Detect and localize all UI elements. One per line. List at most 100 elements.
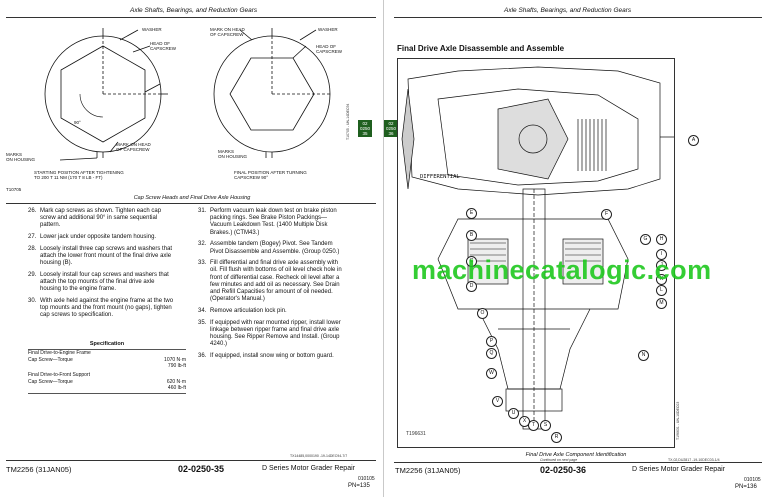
label-head-of-capscrew-a: HEAD OF CAPSCREW — [150, 41, 177, 51]
left-footer-rule — [6, 460, 376, 461]
callout-q: Q — [486, 348, 497, 359]
spec-group1-val2: 790 lb-ft — [167, 363, 186, 369]
step-number: 28. — [28, 245, 37, 252]
callout-n: N — [638, 350, 649, 361]
left-section-tab: 02 0250 35 — [358, 120, 372, 137]
step-text: Loosely install four cap screws and wash… — [40, 271, 169, 293]
left-footer-page-code: 02-0250-35 — [178, 464, 225, 474]
label-mark-on-head: MARK ON HEAD OF CAPSCREW — [210, 27, 245, 37]
spec-group1-item: Cap Screw—Torque — [28, 357, 73, 363]
right-small-ref: TX,02,DU2817 -19-10DEC03-1/4 — [668, 458, 720, 462]
diagram-fig-id: T196631 — [406, 431, 426, 437]
left-footer-manual: TM2256 (31JAN05) — [6, 465, 72, 474]
step-text: Lower jack under opposite tandem housing… — [40, 234, 157, 241]
callout-k: K — [656, 274, 667, 285]
callout-d: D — [466, 281, 477, 292]
differential-label: DIFFERENTIAL — [420, 174, 460, 180]
left-footer-title: D Series Motor Grader Repair — [262, 465, 355, 472]
callout-b: B — [466, 230, 477, 241]
step-number: 34. — [198, 307, 207, 314]
callout-m: M — [656, 298, 667, 309]
step-number: 30. — [28, 298, 37, 304]
left-side-code: T10705 - UN-14DEC94 — [346, 103, 350, 140]
spec-group1-val1: 1070 N·m — [164, 357, 186, 363]
label-washer-a: WASHER — [142, 27, 162, 32]
spec-title: Specification — [89, 341, 125, 347]
planet-bearing-hatch — [470, 242, 601, 262]
step-number: 33. — [198, 260, 207, 267]
tab-line-3: 36 — [388, 131, 394, 136]
callout-v: V — [492, 396, 503, 407]
callout-o: O — [477, 308, 488, 319]
step-text: Assemble tandem (Bogey) Pivot. See Tande… — [210, 241, 340, 255]
label-final-position: FINAL POSITION AFTER TURNING CAPSCREW 90… — [234, 170, 307, 180]
spec-rule-bottom — [28, 393, 186, 394]
step-number: 36. — [198, 352, 207, 359]
step-number: 35. — [198, 319, 207, 326]
label-starting-position: STARTING POSITION AFTER TIGHTENING TO 20… — [34, 170, 124, 180]
label-angle: 90° — [74, 120, 81, 125]
left-figure-caption: Cap Screw Heads and Final Drive Axle Hou… — [133, 195, 251, 201]
callout-s: S — [540, 420, 551, 431]
step-text: Fill differential and final drive axle a… — [210, 260, 342, 303]
step-number: 27. — [28, 234, 37, 241]
final-position-diagram — [213, 28, 331, 158]
left-page-header: Axle Shafts, Bearings, and Reduction Gea… — [130, 7, 258, 14]
final-drive-figure-box: DIFFERENTIAL T196631 — [397, 58, 675, 448]
tab-line-1: 02 — [388, 121, 394, 126]
callout-u: U — [508, 408, 519, 419]
callout-f: F — [601, 209, 612, 220]
spec-group1-title: Final Drive-to-Engine Frame — [28, 350, 91, 356]
left-footer-pn: PN=135 — [348, 483, 370, 489]
left-header-rule — [6, 17, 376, 18]
tab-line-3: 35 — [362, 131, 368, 136]
step-text: With axle held against the engine frame … — [40, 298, 174, 319]
step-text: If equipped, install snow wing or bottom… — [210, 352, 334, 359]
right-figure-caption: Final Drive Axle Component Identificatio… — [525, 452, 627, 458]
callout-r: R — [551, 432, 562, 443]
right-footer-manual: TM2256 (31JAN05) — [395, 466, 461, 475]
right-footer-pn: PN=136 — [735, 484, 757, 490]
spec-group2-val1: 620 N·m — [166, 379, 186, 385]
step-text: Loosely install three cap screws and was… — [40, 245, 173, 267]
right-footer-page-code: 02-0250-36 — [540, 465, 587, 475]
step-text: Remove articulation lock pin. — [210, 307, 287, 314]
label-marks-on-housing-b: MARKS ON HOUSING — [218, 149, 248, 159]
watermark-text: machinecatalogic.com — [412, 255, 712, 285]
callout-a: A — [688, 135, 699, 146]
final-drive-diagram — [401, 66, 674, 430]
right-header-rule — [394, 17, 762, 18]
right-page-header: Axle Shafts, Bearings, and Reduction Gea… — [504, 7, 632, 14]
step-number: 29. — [28, 271, 37, 278]
tab-line-2: 0250 — [359, 126, 370, 131]
right-footer-small: 010105 — [744, 477, 761, 483]
label-washer-b: WASHER — [318, 27, 338, 32]
caption-rule — [6, 203, 376, 204]
callout-p: P — [486, 336, 497, 347]
step-text: Perform vacuum leak down test on brake p… — [210, 208, 337, 236]
step-text: If equipped with rear mounted ripper, in… — [210, 319, 341, 348]
spec-group2-val2: 460 lb-ft — [167, 385, 186, 391]
callout-l: L — [656, 285, 667, 296]
spec-rule-top — [28, 349, 186, 350]
tab-line-2: 0250 — [385, 126, 396, 131]
left-small-ref: TX14485,0000190 -19-14DEC94-7/7 — [290, 454, 348, 458]
capscrew-figure — [44, 28, 331, 161]
callout-t: T — [528, 420, 539, 431]
callout-j: J — [656, 260, 667, 271]
continued-note: Continued on next page — [540, 458, 578, 462]
step-number: 32. — [198, 241, 207, 248]
spec-group2-item: Cap Screw—Torque — [28, 379, 73, 385]
step-number: 26. — [28, 208, 37, 214]
tab-line-1: 02 — [362, 121, 368, 126]
callout-w: W — [486, 368, 497, 379]
callout-i: I — [656, 249, 667, 260]
callout-e: E — [466, 208, 477, 219]
label-head-of-capscrew-b: HEAD OF CAPSCREW — [316, 44, 343, 54]
step-text: Mark cap screws as shown. Tighten each c… — [40, 208, 162, 229]
left-footer-small: 010105 — [358, 476, 375, 482]
label-fig-id: T10705 — [6, 187, 22, 192]
callout-c: C — [466, 256, 477, 267]
step-number: 31. — [198, 208, 207, 214]
callout-g: G — [640, 234, 651, 245]
